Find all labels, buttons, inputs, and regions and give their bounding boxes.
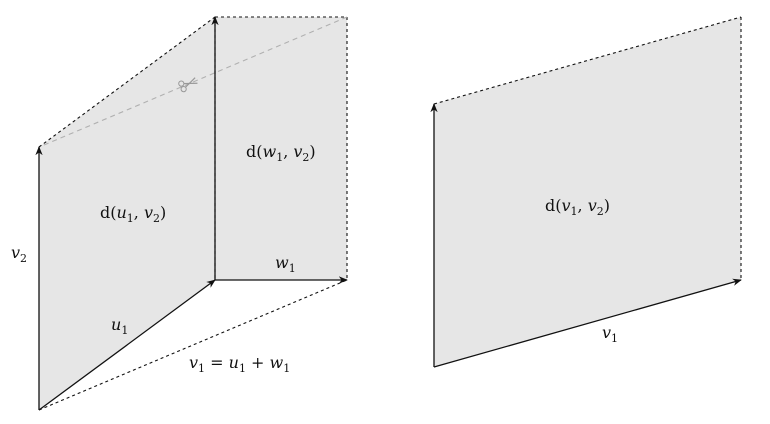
label-d-u1-v2: d(u1, v2) (100, 203, 166, 225)
label-v1-equation: v1 = u1 + w1 (189, 353, 290, 375)
dashed-top-edge-right (433, 16, 742, 105)
cut-line (43, 16, 348, 146)
label-d-w1-v2: d(w1, v2) (246, 142, 316, 164)
vector-u1 (38, 279, 216, 411)
label-u1: u1 (111, 315, 128, 337)
label-w1: w1 (275, 253, 296, 275)
label-d-v1-v2: d(v1, v2) (545, 196, 610, 218)
region-w1-v2 (215, 17, 347, 280)
dashed-top-edge-a (38, 16, 216, 148)
left-figure: d(u1, v2) d(w1, v2) v2 u1 w1 v1 = u1 + w… (11, 16, 348, 411)
scissors-icon (178, 77, 198, 93)
right-figure: d(v1, v2) v1 (430, 16, 742, 368)
label-v2: v2 (11, 243, 27, 265)
region-v1-v2 (434, 17, 741, 367)
vector-v1-right (433, 278, 742, 368)
label-v1: v1 (602, 323, 618, 345)
dashed-diagonal-v1 (38, 279, 348, 411)
